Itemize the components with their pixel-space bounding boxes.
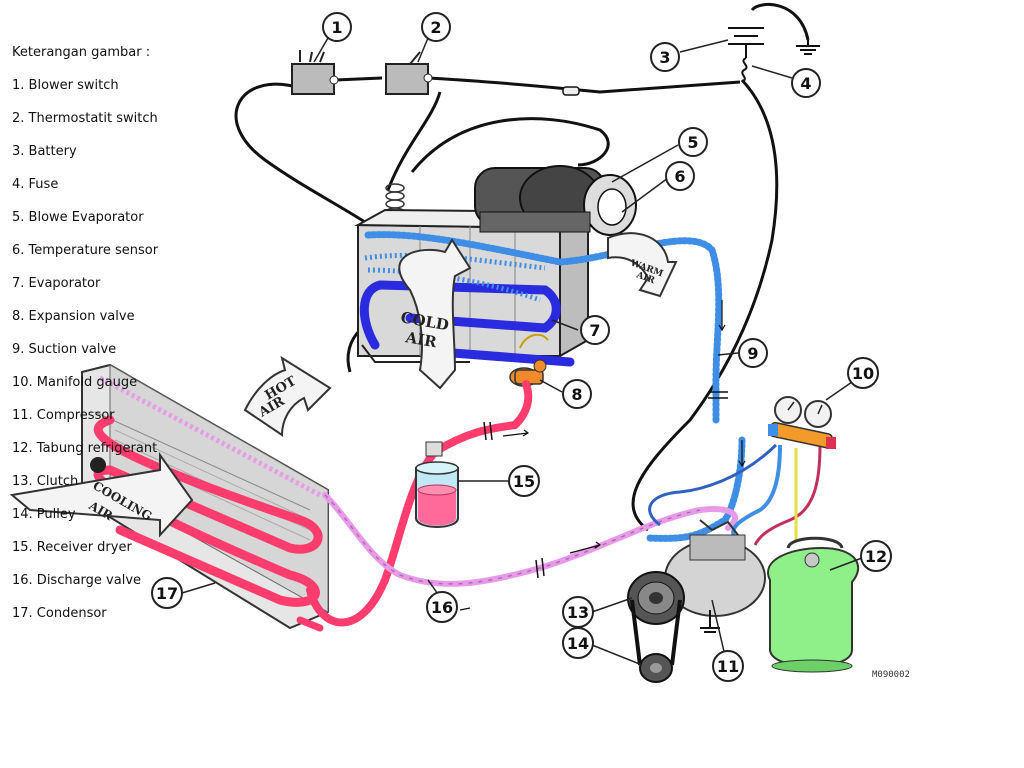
svg-text:5: 5 <box>687 133 698 152</box>
svg-text:11: 11 <box>717 657 739 676</box>
callout-6: 6 <box>665 161 695 191</box>
svg-text:2: 2 <box>430 18 441 37</box>
discharge-line-dashes <box>324 494 701 585</box>
svg-text:12: 12 <box>865 547 887 566</box>
fuse-icon <box>741 57 748 83</box>
callout-9: 9 <box>738 338 768 368</box>
legend-item-11: 11. Compressor <box>12 408 115 423</box>
condenser-coil <box>93 415 323 607</box>
electrical-wiring <box>234 3 810 532</box>
callout-3: 3 <box>650 42 680 72</box>
legend-item-6: 6. Temperature sensor <box>12 243 159 258</box>
callout-14: 14 <box>562 627 594 659</box>
svg-text:14: 14 <box>567 634 589 653</box>
svg-text:13: 13 <box>567 603 589 622</box>
svg-text:3: 3 <box>659 48 670 67</box>
legend-item-17: 17. Condensor <box>12 606 107 621</box>
legend-title: Keterangan gambar : <box>12 45 151 60</box>
drive-belt <box>630 599 682 666</box>
compressor-icon <box>664 519 766 633</box>
callout-8: 8 <box>562 379 592 409</box>
refrigerant-tank-icon <box>767 536 859 673</box>
flow-arrows <box>459 300 746 611</box>
svg-text:6: 6 <box>674 167 685 186</box>
blower-evaporator-icon <box>474 165 637 236</box>
legend-item-16: 16. Discharge valve <box>12 573 142 588</box>
svg-text:16: 16 <box>431 598 453 617</box>
expansion-valve-icon <box>509 333 549 387</box>
callout-5: 5 <box>678 127 708 157</box>
cold-air-label-2: AIR <box>403 328 438 351</box>
svg-text:7: 7 <box>589 321 600 340</box>
callout-13: 13 <box>562 596 594 628</box>
svg-text:15: 15 <box>513 472 535 491</box>
callout-17: 17 <box>151 577 183 609</box>
callout-1: 1 <box>322 12 352 42</box>
legend-item-4: 4. Fuse <box>12 177 59 192</box>
thermostat-switch-icon <box>385 51 433 95</box>
clutch-icon <box>627 571 685 625</box>
svg-text:10: 10 <box>852 364 874 383</box>
line-break-marks <box>483 391 728 579</box>
legend-item-9: 9. Suction valve <box>12 342 117 357</box>
svg-text:4: 4 <box>800 74 811 93</box>
figure-code: M090002 <box>872 670 910 680</box>
cold-air-arrow: COLD AIR <box>398 238 472 390</box>
legend: Keterangan gambar : 1. Blower switch 2. … <box>12 44 202 638</box>
callout-4: 4 <box>791 68 821 98</box>
legend-item-1: 1. Blower switch <box>12 78 119 93</box>
callout-7: 7 <box>580 315 610 345</box>
manifold-gauge-icon <box>648 396 836 546</box>
legend-item-15: 15. Receiver dryer <box>12 540 132 555</box>
blower-switch-icon <box>291 50 339 95</box>
legend-item-3: 3. Battery <box>12 144 77 159</box>
svg-text:8: 8 <box>571 385 582 404</box>
legend-item-10: 10. Manifold gauge <box>12 375 138 390</box>
condenser-outlet-stub <box>296 616 324 632</box>
callout-10: 10 <box>847 357 879 389</box>
callout-15: 15 <box>508 465 540 497</box>
battery-icon <box>728 27 764 58</box>
svg-text:9: 9 <box>747 344 758 363</box>
legend-item-8: 8. Expansion valve <box>12 309 135 324</box>
svg-text:17: 17 <box>156 584 178 603</box>
callout-16: 16 <box>426 591 458 623</box>
callout-12: 12 <box>860 540 892 572</box>
legend-item-14: 14. Pulley <box>12 507 76 522</box>
receiver-dryer-icon <box>415 441 459 528</box>
hot-air-arrow: HOT AIR <box>243 355 332 437</box>
svg-text:1: 1 <box>331 18 342 37</box>
legend-item-12: 12. Tabung refrigerant <box>12 441 158 456</box>
legend-item-5: 5. Blowe Evaporator <box>12 210 144 225</box>
ground-icon <box>796 40 820 55</box>
callout-11: 11 <box>712 650 744 682</box>
pulley-icon <box>639 653 673 683</box>
legend-item-7: 7. Evaporator <box>12 276 101 291</box>
legend-item-13: 13. Clutch <box>12 474 79 489</box>
condenser-fitting <box>90 457 106 473</box>
inline-fuse-icon <box>562 86 580 96</box>
legend-item-2: 2. Thermostatit switch <box>12 111 158 126</box>
callout-2: 2 <box>421 12 451 42</box>
